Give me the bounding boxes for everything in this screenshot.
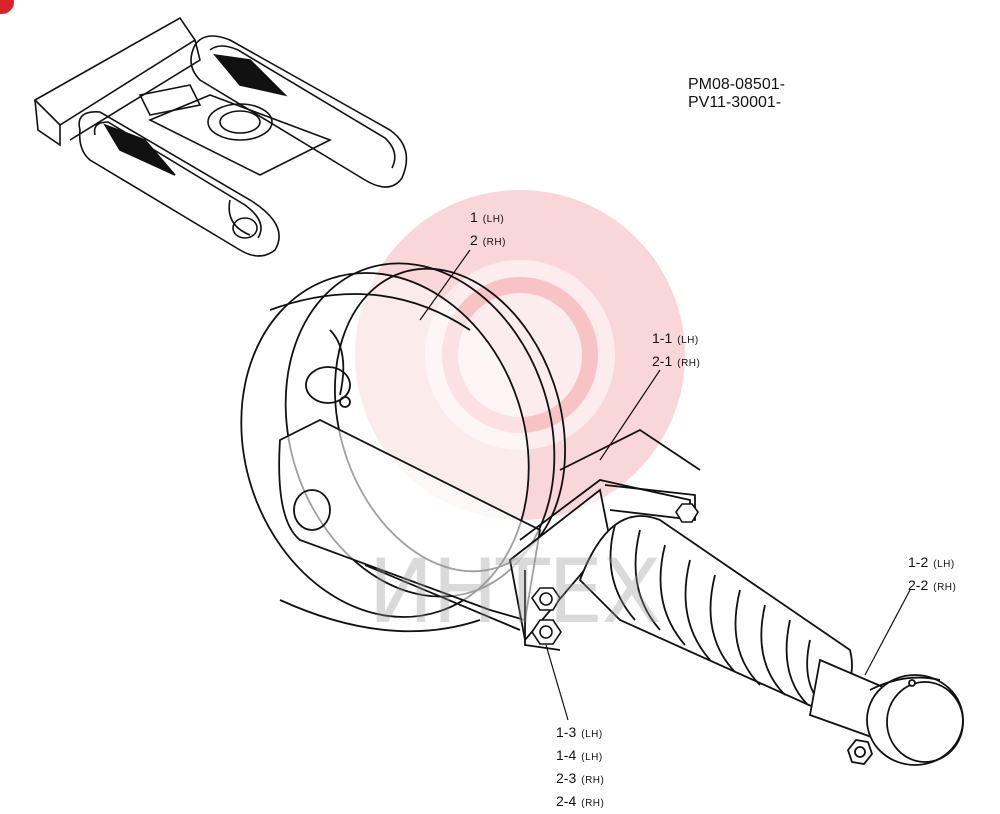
idler-yoke: [278, 418, 696, 651]
leader-c2: [599, 369, 661, 461]
callout-3-num-1: 2-2: [908, 577, 929, 593]
callout-3-num-0: 1-2: [908, 554, 929, 570]
callout-3-side-1: (RH): [933, 582, 957, 593]
callout-4: 1-3 (LH) 1-4 (LH) 2-3 (RH) 2-4 (RH): [556, 722, 604, 814]
leader-lines: [419, 249, 911, 721]
callout-1-side-0: (LH): [482, 214, 505, 225]
tension-cylinder: [808, 658, 964, 766]
callout-4-side-2: (RH): [581, 775, 605, 786]
serial-code-1: PM08-08501-: [688, 76, 785, 93]
callout-3: 1-2 (LH) 2-2 (RH): [908, 552, 956, 598]
callout-1-side-1: (RH): [482, 237, 506, 248]
callout-4-num-0: 1-3: [556, 724, 577, 740]
callout-3-side-0: (LH): [933, 559, 955, 570]
callout-2-side-0: (LH): [677, 335, 699, 346]
leader-c1: [419, 249, 471, 321]
callout-4-side-1: (LH): [581, 752, 603, 763]
callout-1: 1 (LH) 2 (RH): [470, 207, 506, 253]
callout-2-num-0: 1-1: [652, 330, 673, 346]
serial-code-2: PV11-30001-: [688, 94, 782, 111]
excavator-undercarriage-thumbnail: [33, 16, 408, 257]
callout-2-side-1: (RH): [677, 358, 701, 369]
callout-1-num-1: 2: [470, 232, 478, 248]
callout-4-side-0: (LH): [581, 729, 603, 740]
leader-c3: [864, 589, 911, 676]
callout-4-num-2: 2-3: [556, 770, 577, 786]
callout-4-side-3: (RH): [581, 798, 605, 809]
callout-4-num-3: 2-4: [556, 793, 577, 809]
callout-2: 1-1 (LH) 2-1 (RH): [652, 328, 700, 374]
callout-2-num-1: 2-1: [652, 353, 673, 369]
mounting-bolts: [531, 503, 699, 645]
watermark-text: ИНТЕХ: [368, 540, 662, 643]
recoil-spring: [559, 428, 853, 711]
callout-1-num-0: 1: [470, 209, 478, 225]
leader-c4: [545, 644, 569, 721]
callout-4-num-1: 1-4: [556, 747, 577, 763]
